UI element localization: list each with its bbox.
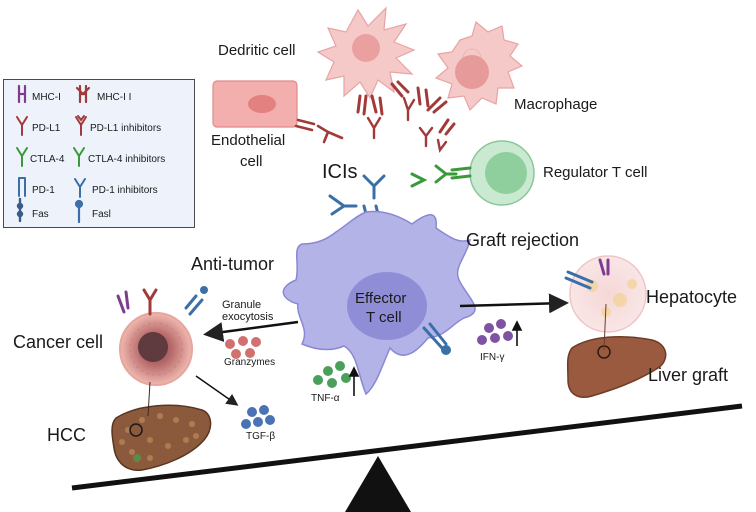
dc-mhc-receptors (356, 80, 456, 136)
granule-arrow (203, 320, 299, 342)
liver-graft-label: Liver graft (648, 365, 728, 385)
tgf-arrow (195, 375, 239, 406)
seesaw-beam (71, 403, 743, 491)
hcc-label: HCC (47, 425, 86, 445)
legend-label-pd-l1: PD-L1 (32, 123, 61, 134)
pd-1-receptor-bottom (422, 322, 451, 355)
granule-label-line2: exocytosis (222, 311, 274, 323)
macrophage-label: Macrophage (514, 96, 597, 113)
liver-graft-organ (566, 303, 667, 398)
graft-rejection-arrow (459, 293, 569, 314)
legend-label-fasl: Fasl (92, 209, 111, 220)
endothelial-label-line1: Endothelial (211, 132, 285, 149)
seesaw (71, 403, 743, 512)
pd-l1-icon (16, 116, 28, 136)
legend-canvas: MHC-I MHC-I I PD-L1 PD-L1 inhibitors CTL… (16, 84, 165, 224)
tnf-label: TNF-α (311, 393, 340, 404)
mhc-icon (17, 84, 27, 104)
tnf-dots (313, 361, 351, 388)
dc-pd-l1-inhibitors (366, 96, 448, 153)
endothelial-label-line2: cell (240, 153, 263, 170)
cancer-cell (119, 312, 193, 386)
granule-label-line1: Granule (222, 299, 261, 311)
effector-t-cell (282, 210, 476, 396)
tgf-label: TGF-β (246, 431, 275, 442)
cancer-cell-label: Cancer cell (13, 332, 103, 352)
hcc-liver-organ (111, 381, 212, 471)
dendritic-cell-label: Dedritic cell (218, 42, 296, 59)
regulator-t-cell-label: Regulator T cell (543, 164, 648, 181)
ifn-label: IFN-γ (480, 352, 504, 363)
hepatocyte-label: Hepatocyte (646, 287, 737, 307)
legend-label-ctla-4-inhibitors: CTLA-4 inhibitors (88, 154, 165, 165)
regulator-t-cell (469, 140, 535, 206)
granzymes-label: Granzymes (224, 357, 275, 368)
icis-label: ICIs (322, 161, 358, 183)
legend-label-mhc-i: MHC-I (32, 92, 61, 103)
endothelial-receptors (294, 118, 344, 144)
seesaw-fulcrum (345, 456, 411, 512)
legend-label-pd-1-inhibitors: PD-1 inhibitors (92, 185, 158, 196)
fas-icon (16, 197, 24, 223)
anti-tumor-label: Anti-tumor (191, 254, 274, 274)
legend-label-ctla-4: CTLA-4 (30, 154, 65, 165)
ifn-dots (477, 319, 513, 345)
endothelial-cell (212, 80, 298, 128)
ctla-4-inhibitor-icon (73, 147, 85, 167)
ctla-4-receptors (410, 164, 472, 188)
up-arrows (348, 320, 523, 396)
granzymes-dots (225, 336, 261, 359)
cancer-receptors (116, 286, 208, 316)
pd-l1-inhibitor-icon (75, 115, 87, 136)
mhc-blocked-icon (75, 84, 91, 104)
legend-label-pd-l1-inhibitors: PD-L1 inhibitors (90, 123, 161, 134)
graft-rejection-label: Graft rejection (466, 230, 579, 250)
effector-label-line1: Effector (355, 290, 406, 307)
pd-1-icon (18, 177, 26, 197)
ctla-4-icon (16, 147, 28, 167)
hepatocyte (564, 255, 647, 333)
fasl-icon (74, 199, 84, 224)
legend-label-fas: Fas (32, 209, 49, 220)
pd-1-inhibitor-icon (74, 178, 86, 198)
effector-label-line2: T cell (366, 309, 402, 326)
pathway-arrows (195, 293, 569, 406)
macrophage (434, 20, 524, 112)
tgf-dots (241, 405, 275, 429)
legend-label-pd-1: PD-1 (32, 185, 55, 196)
dendritic-cell (316, 6, 416, 100)
legend: MHC-I MHC-I I PD-L1 PD-L1 inhibitors CTL… (3, 79, 195, 228)
legend-label-mhc-ii: MHC-I I (97, 92, 131, 103)
